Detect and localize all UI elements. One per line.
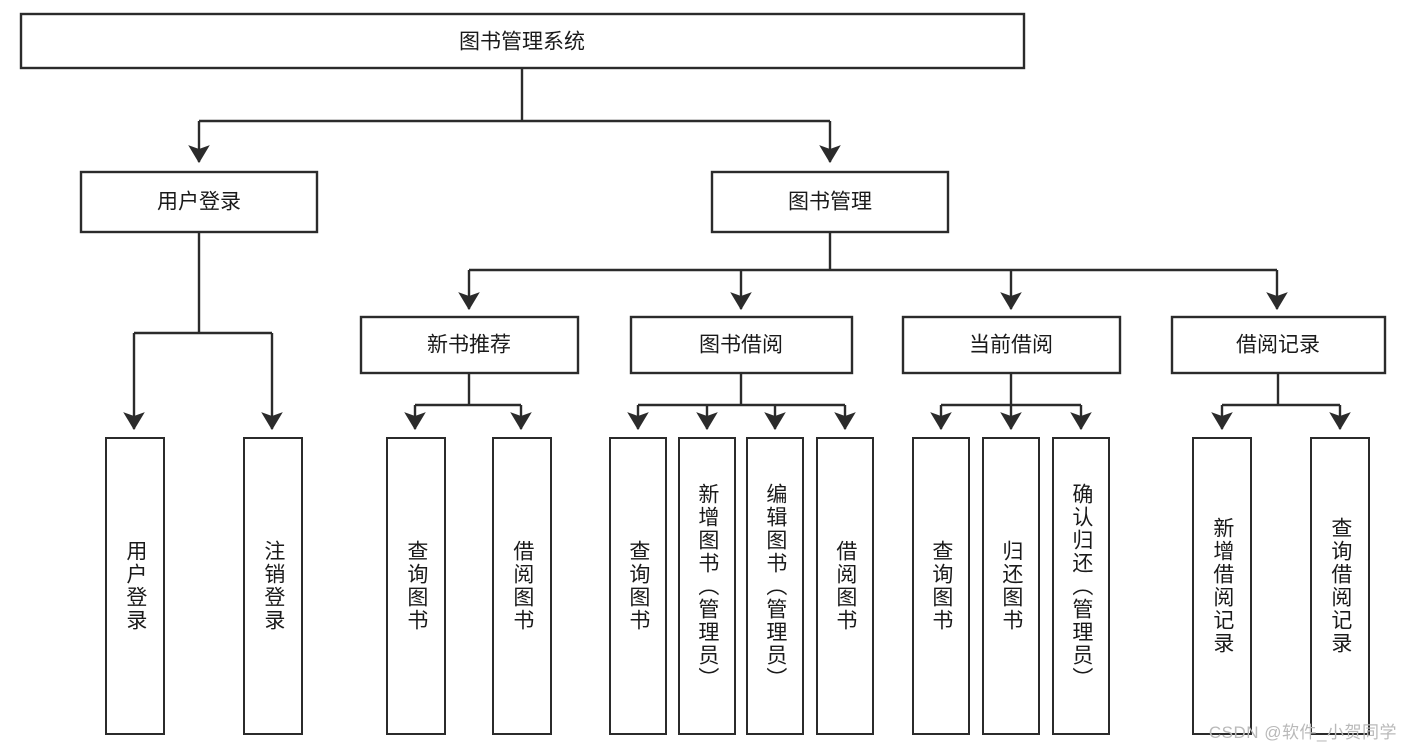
node-root-system-label: 图书管理系统 bbox=[459, 31, 585, 54]
node-current-borrow-label: 当前借阅 bbox=[969, 334, 1053, 357]
node-current-borrow[interactable] bbox=[901, 315, 1122, 375]
node-book-borrow-label: 图书借阅 bbox=[699, 334, 783, 357]
leaf-borrow-record-2-label: 查询借阅记录 bbox=[1328, 517, 1352, 655]
leaf-user-login-1[interactable]: 用户登录 bbox=[105, 437, 165, 735]
leaf-current-borrow-2[interactable]: 归还图书 bbox=[982, 437, 1040, 735]
leaf-book-borrow-4-label: 借阅图书 bbox=[833, 540, 857, 632]
leaf-book-borrow-1-label: 查询图书 bbox=[626, 540, 650, 632]
leaf-borrow-record-1[interactable]: 新增借阅记录 bbox=[1192, 437, 1252, 735]
node-borrow-record[interactable] bbox=[1170, 315, 1387, 375]
leaf-borrow-record-2[interactable]: 查询借阅记录 bbox=[1310, 437, 1370, 735]
leaf-book-borrow-4[interactable]: 借阅图书 bbox=[816, 437, 874, 735]
node-new-book-recommend[interactable] bbox=[359, 315, 580, 375]
leaf-book-borrow-3[interactable]: 编辑图书（管理员） bbox=[746, 437, 804, 735]
leaf-user-login-1-label: 用户登录 bbox=[123, 540, 147, 632]
node-book-manage-label: 图书管理 bbox=[788, 191, 872, 214]
leaf-book-borrow-1[interactable]: 查询图书 bbox=[609, 437, 667, 735]
leaf-current-borrow-3-label: 确认归还（管理员） bbox=[1069, 482, 1093, 690]
leaf-current-borrow-1[interactable]: 查询图书 bbox=[912, 437, 970, 735]
node-root-system[interactable] bbox=[19, 12, 1026, 70]
node-new-book-recommend-label: 新书推荐 bbox=[427, 334, 511, 357]
node-user-login[interactable] bbox=[79, 170, 319, 234]
leaf-user-login-2-label: 注销登录 bbox=[261, 540, 285, 632]
leaf-book-borrow-3-label: 编辑图书（管理员） bbox=[763, 482, 787, 690]
leaf-new-book-1[interactable]: 查询图书 bbox=[386, 437, 446, 735]
leaf-user-login-2[interactable]: 注销登录 bbox=[243, 437, 303, 735]
leaf-current-borrow-1-label: 查询图书 bbox=[929, 540, 953, 632]
node-user-login-label: 用户登录 bbox=[157, 191, 241, 214]
leaf-new-book-2-label: 借阅图书 bbox=[510, 540, 534, 632]
node-book-borrow[interactable] bbox=[629, 315, 854, 375]
node-borrow-record-label: 借阅记录 bbox=[1236, 334, 1320, 357]
leaf-borrow-record-1-label: 新增借阅记录 bbox=[1210, 517, 1234, 655]
leaf-new-book-2[interactable]: 借阅图书 bbox=[492, 437, 552, 735]
leaf-current-borrow-3[interactable]: 确认归还（管理员） bbox=[1052, 437, 1110, 735]
watermark-text: CSDN @软件_小贺同学 bbox=[1208, 723, 1397, 742]
leaf-book-borrow-2[interactable]: 新增图书（管理员） bbox=[678, 437, 736, 735]
leaf-book-borrow-2-label: 新增图书（管理员） bbox=[695, 482, 719, 690]
leaf-new-book-1-label: 查询图书 bbox=[404, 540, 428, 632]
leaf-current-borrow-2-label: 归还图书 bbox=[999, 540, 1023, 632]
